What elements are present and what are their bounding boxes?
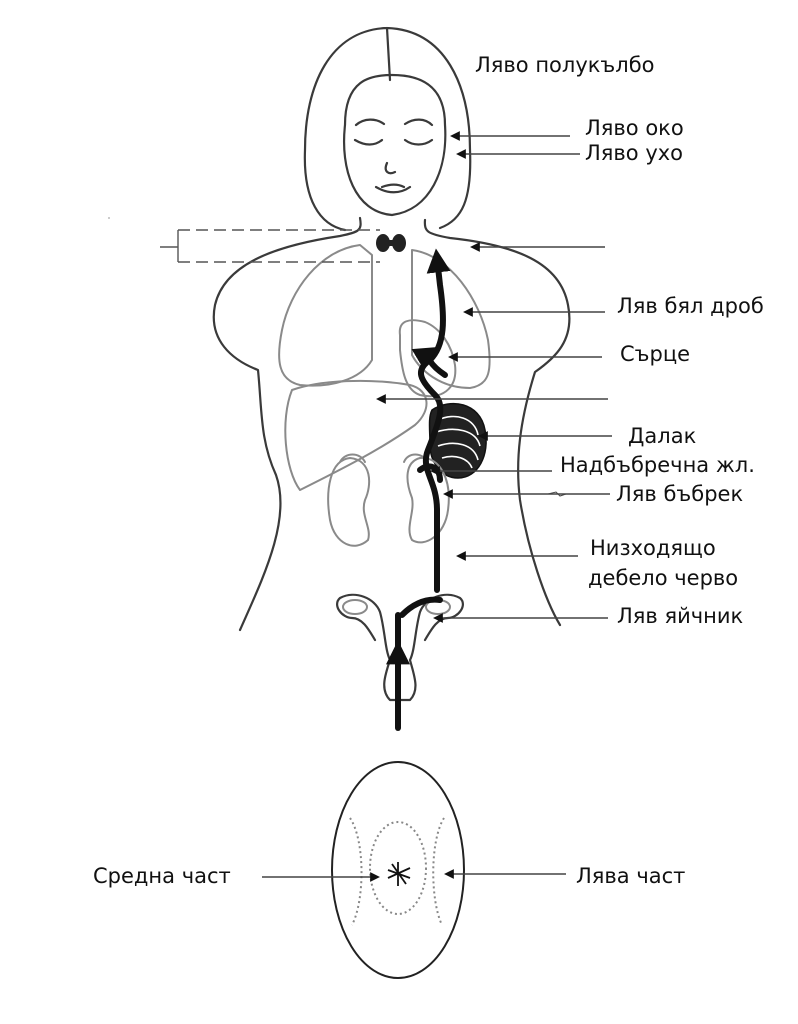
label-left-hemisphere: Ляво полукълбо: [475, 53, 655, 77]
left-kidney-outline: [406, 456, 450, 544]
label-left-lung: Ляв бял дроб: [617, 294, 764, 318]
oval-outline: [331, 761, 465, 979]
label-left-ear: Ляво ухо: [585, 141, 684, 165]
uterus-outline: [336, 593, 464, 702]
center-star-icon: [387, 862, 411, 886]
right-ovary: [342, 599, 368, 615]
eyes: [353, 118, 434, 146]
label-left-part: Лява част: [576, 864, 686, 888]
label-spleen: Далак: [628, 424, 697, 448]
label-adrenal: Надбъбречна жл.: [560, 453, 755, 477]
throat-bracket: [178, 229, 380, 263]
thyroid-icon: [376, 234, 406, 252]
label-left-kidney: Ляв бъбрек: [616, 482, 744, 506]
flow-path-colon: [418, 248, 451, 593]
right-lung-outline: [278, 244, 373, 387]
right-adrenal: [339, 453, 366, 463]
label-descending-colon-1: Низходящо: [590, 536, 716, 560]
label-middle-part: Средна част: [93, 864, 231, 888]
label-left-ovary: Ляв яйчник: [617, 604, 744, 628]
label-left-eye: Ляво око: [585, 116, 684, 140]
label-heart: Сърце: [620, 342, 691, 366]
left-lung-outline: [411, 249, 491, 389]
nose-mouth: [374, 161, 412, 194]
right-kidney-outline: [327, 457, 371, 547]
label-descending-colon-2: дебело черво: [588, 566, 739, 590]
liver-outline: [284, 379, 428, 491]
oval-inner-dotted: [369, 821, 427, 915]
torso-outline: [212, 216, 571, 632]
face-outline: [343, 73, 447, 217]
